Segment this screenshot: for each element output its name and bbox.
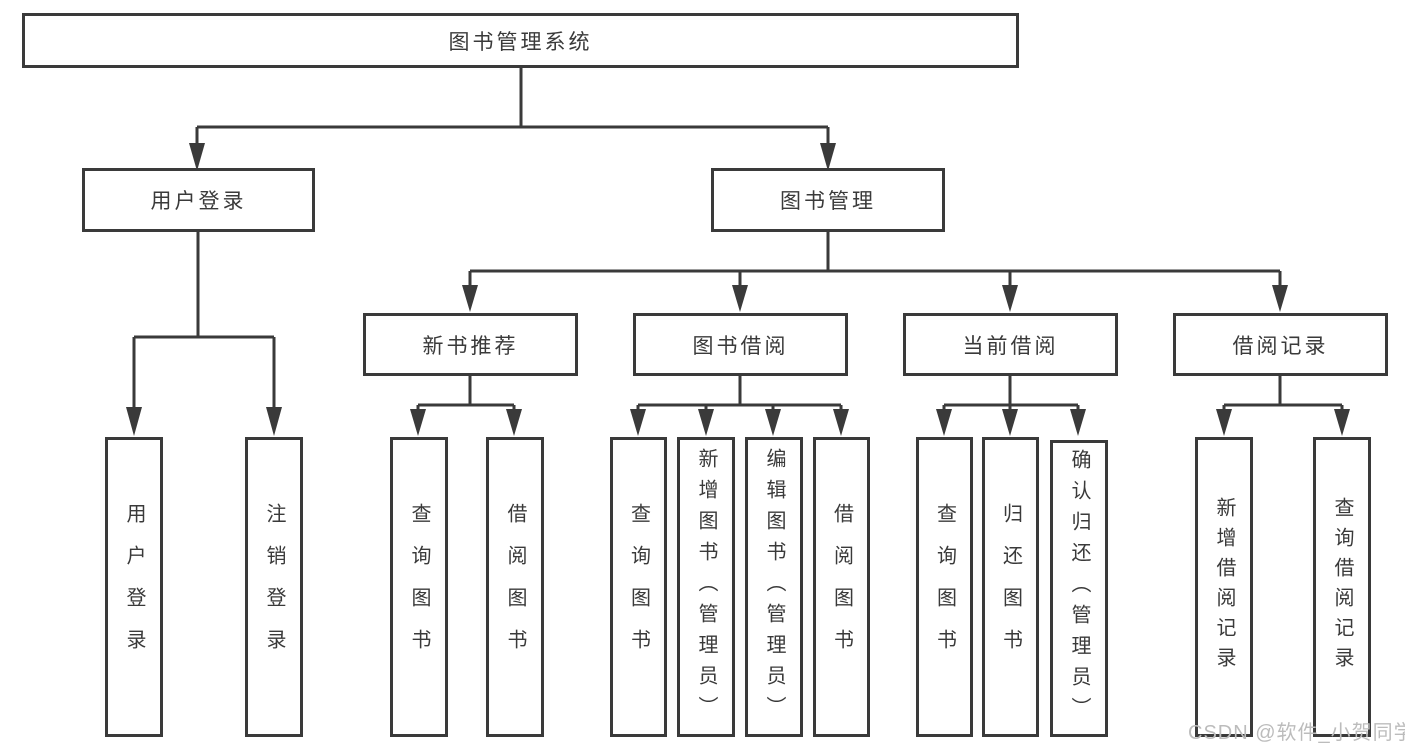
leaf-bb-borrow-book-box: 借阅图书: [813, 437, 870, 737]
node-root-label: 图书管理系统: [448, 30, 593, 54]
leaf-cb-query-book-box: 查询图书: [916, 437, 973, 737]
node-borrow-record-box: 借阅记录: [1173, 313, 1388, 376]
node-book-management-label: 图书管理: [780, 190, 876, 213]
leaf-bb-edit-book-label: 编辑图书（管理员）: [763, 447, 785, 727]
node-new-book-recommend-label: 新书推荐: [422, 334, 519, 358]
leaf-logout-label: 注销登录: [263, 503, 285, 671]
leaf-br-add-record-box: 新增借阅记录: [1195, 437, 1253, 737]
leaf-bb-edit-book-box: 编辑图书（管理员）: [745, 437, 803, 737]
leaf-cb-return-book-label: 归还图书: [999, 503, 1022, 671]
node-book-management-box: 图书管理: [711, 168, 945, 232]
node-book-borrow-box: 图书借阅: [633, 313, 848, 376]
leaf-cb-return-book-box: 归还图书: [982, 437, 1039, 737]
leaf-cb-query-book-label: 查询图书: [933, 503, 956, 671]
leaf-bb-query-book-box: 查询图书: [610, 437, 667, 737]
leaf-logout-box: 注销登录: [245, 437, 303, 737]
node-root-box: 图书管理系统: [22, 13, 1019, 68]
leaf-bb-borrow-book-label: 借阅图书: [830, 503, 853, 671]
leaf-br-query-record-box: 查询借阅记录: [1313, 437, 1371, 737]
leaf-bb-add-book-box: 新增图书（管理员）: [677, 437, 735, 737]
node-book-borrow-label: 图书借阅: [692, 334, 789, 358]
leaf-cb-confirm-return-label: 确认归还（管理员）: [1068, 449, 1090, 728]
csdn-watermark: CSDN @软件_小贺同学: [1188, 722, 1405, 744]
node-current-borrow-label: 当前借阅: [962, 334, 1059, 358]
leaf-user-login-box: 用户登录: [105, 437, 163, 737]
leaf-bb-query-book-label: 查询图书: [627, 503, 650, 671]
leaf-br-query-record-label: 查询借阅记录: [1331, 497, 1353, 677]
leaf-nbr-query-book-label: 查询图书: [408, 503, 430, 671]
leaf-cb-confirm-return-box: 确认归还（管理员）: [1050, 440, 1108, 737]
node-borrow-record-label: 借阅记录: [1232, 334, 1329, 358]
leaf-bb-add-book-label: 新增图书（管理员）: [695, 447, 717, 727]
leaf-user-login-label: 用户登录: [123, 503, 145, 671]
leaf-nbr-borrow-book-label: 借阅图书: [504, 503, 526, 671]
node-new-book-recommend-box: 新书推荐: [363, 313, 578, 376]
node-user-login-box: 用户登录: [82, 168, 315, 232]
node-user-login-label: 用户登录: [150, 190, 247, 213]
leaf-nbr-query-book-box: 查询图书: [390, 437, 448, 737]
leaf-nbr-borrow-book-box: 借阅图书: [486, 437, 544, 737]
leaf-br-add-record-label: 新增借阅记录: [1213, 497, 1235, 677]
node-current-borrow-box: 当前借阅: [903, 313, 1118, 376]
